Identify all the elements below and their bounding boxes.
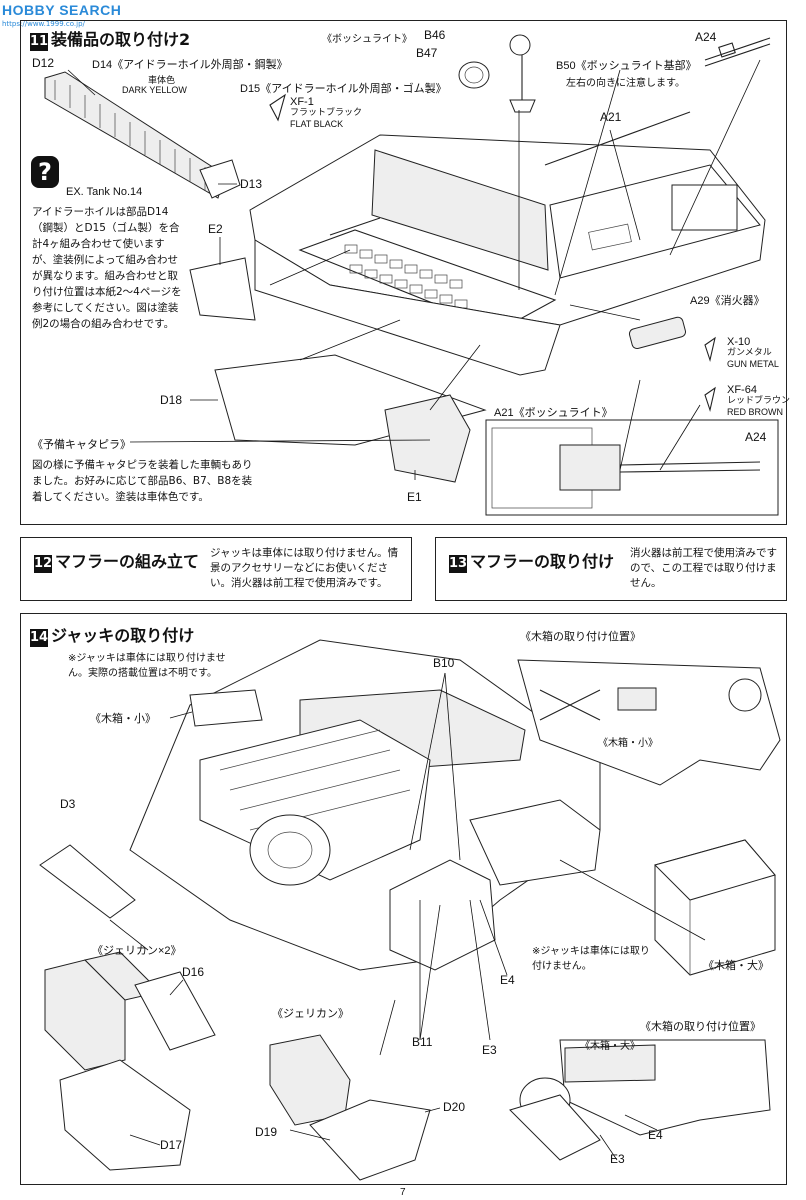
label-e2: E2 (208, 222, 223, 236)
label-a29: A29《消火器》 (690, 295, 765, 307)
paint-brushes (269, 93, 716, 413)
label-d16: D16 (182, 965, 205, 979)
label-pos-e4: E4 (648, 1128, 663, 1142)
label-d3: D3 (60, 797, 76, 811)
a21-rod (544, 111, 691, 166)
idler-note: アイドラーホイルは部品D14（鋼製）とD15（ゴム製）を合計4ヶ組み合わせて使い… (32, 206, 182, 330)
label-b50-note: 左右の向きに注意します。 (566, 78, 685, 89)
hull-rear-deck (249, 134, 766, 376)
bosch-light (458, 34, 536, 113)
label-e4: E4 (500, 973, 515, 987)
label-pos-small-title: 《木箱の取り付け位置》 (520, 631, 641, 643)
e2-part (189, 257, 256, 321)
a29-extinguisher (628, 316, 687, 350)
paint-x10: X-10 ガンメタル GUN METAL (727, 336, 779, 370)
d3-part (39, 844, 136, 919)
inset-detail (485, 419, 779, 516)
label-b50: B50《ボッシュライト基部》 (556, 60, 697, 72)
label-d17: D17 (160, 1138, 183, 1152)
position-inset-small (517, 659, 781, 786)
label-d18: D18 (160, 393, 183, 407)
label-d15: D15《アイドラーホイル外周部・ゴム製》 (240, 83, 447, 95)
d17-frame (59, 1059, 191, 1171)
watermark-url: https://www.1999.co.jp/ (2, 20, 85, 28)
label-pos-large-title: 《木箱の取り付け位置》 (640, 1021, 761, 1033)
step13-note: 消火器は前工程で使用済みですので、この工程では取り付けません。 (630, 547, 777, 589)
label-a24-top: A24 (695, 30, 717, 44)
label-pos-large-box: 《木箱・大》 (580, 1041, 640, 1052)
label-inset-a21: A21《ボッシュライト》 (494, 407, 613, 419)
paint-xf64: XF-64 レッドブラウン RED BROWN (727, 384, 791, 418)
label-box-large: 《木箱・大》 (703, 960, 769, 972)
jerrycan-single (269, 1034, 431, 1181)
spare-track-title: 《予備キャタピラ》 (32, 439, 131, 451)
page-number: 7 (400, 1187, 406, 1198)
step13-panel (435, 537, 787, 601)
step14-note: ※ジャッキは車体には取り付けません。実際の搭載位置は不明です。 (68, 653, 226, 679)
label-b47: B47 (416, 46, 438, 60)
step11-title-text: 装備品の取り付け2 (51, 30, 191, 49)
jack-note: ※ジャッキは車体には取り付けません。 (532, 946, 650, 972)
step12-panel (20, 537, 412, 601)
spare-track-note: 図の様に予備キャタピラを装着した車輌もありました。お好みに応じて部品B6、B7、… (32, 459, 253, 503)
idler-wheel-strip (44, 71, 241, 199)
label-pos-small-box: 《木箱・小》 (598, 738, 658, 749)
label-e3: E3 (482, 1043, 497, 1057)
label-d19: D19 (255, 1125, 278, 1139)
position-inset-large (509, 1039, 771, 1161)
label-d13: D13 (240, 177, 263, 191)
label-jerrycan: 《ジェリカン》 (272, 1008, 349, 1020)
label-a21-top: A21 (600, 110, 622, 124)
label-d20: D20 (443, 1100, 466, 1114)
step13-number: 13 (449, 555, 468, 573)
paint-xf1: XF-1 フラットブラック FLAT BLACK (290, 96, 363, 130)
watermark-logo: HOBBY SEARCH (2, 2, 122, 18)
step14-title-text: ジャッキの取り付け (51, 626, 195, 645)
label-inset-a24: A24 (745, 430, 767, 444)
step13-title-text: マフラーの取り付け (470, 552, 615, 571)
label-d14-color-en: DARK YELLOW (122, 85, 187, 95)
label-e1: E1 (407, 490, 422, 504)
step12-title-text: マフラーの組み立て (55, 552, 200, 571)
label-jerrycan-x2: 《ジェリカン×2》 (92, 945, 182, 957)
a24-tools (704, 37, 771, 67)
wooden-box-large (654, 839, 776, 976)
step11-panel (20, 20, 787, 525)
label-d14-color-jp: 車体色 (148, 76, 176, 86)
label-box-small: 《木箱・小》 (90, 713, 156, 725)
step12-number: 12 (34, 555, 53, 573)
step11-number: 11 (30, 33, 49, 51)
label-d12: D12 (32, 56, 55, 70)
hull-top-view (129, 639, 601, 971)
label-d14: D14《アイドラーホイル外周部・鋼製》 (92, 59, 288, 71)
step14-number: 14 (30, 629, 49, 647)
label-b46: B46 (424, 28, 446, 42)
jerrycans-pair (44, 951, 216, 1071)
label-bosch-light: 《ボッシュライト》 (322, 34, 412, 45)
question-mark-icon: ? (31, 156, 59, 188)
step12-note: ジャッキは車体には取り付けません。情景のアクセサリーなどにお使いください。消火器… (210, 547, 399, 589)
label-b11: B11 (412, 1035, 433, 1049)
ex-tank-label: EX. Tank No.14 (66, 186, 143, 198)
label-pos-e3: E3 (610, 1152, 625, 1166)
watermark: HOBBY SEARCH https://www.1999.co.jp/ (0, 0, 170, 30)
label-b10: B10 (433, 656, 455, 670)
step14-panel (20, 613, 787, 1185)
